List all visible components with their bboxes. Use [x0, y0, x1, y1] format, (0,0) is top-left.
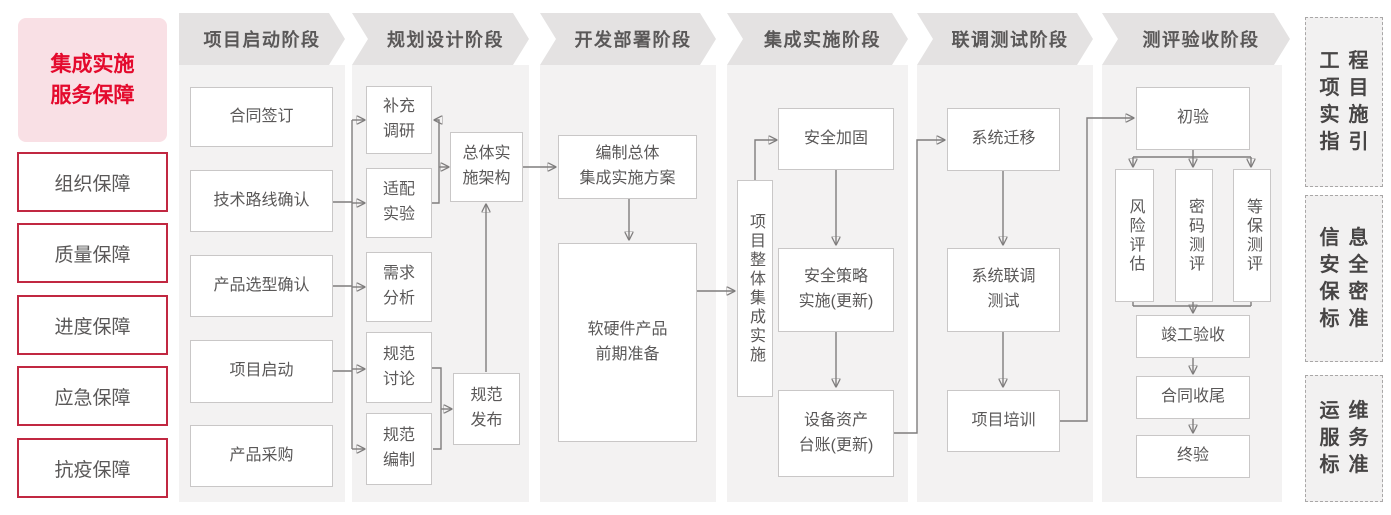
flow-box-spec-release: 规范 发布	[453, 373, 520, 445]
flow-box-adaptation-test: 适配 实验	[366, 168, 432, 238]
phase-banner-joint-test: 联调测试阶段	[917, 13, 1093, 65]
flow-box-product-procurement: 产品采购	[190, 425, 333, 487]
flow-box-contract-closing: 合同收尾	[1136, 376, 1250, 419]
flow-box-completion-acceptance: 竣工验收	[1136, 315, 1250, 358]
flow-box-spec-drafting: 规范 编制	[366, 413, 432, 485]
phase-banner-project-kickoff: 项目启动阶段	[179, 13, 345, 65]
guarantee-item-emergency: 应急保障	[17, 366, 168, 426]
flow-box-tech-route-confirm: 技术路线确认	[190, 170, 333, 232]
flow-box-project-kickoff: 项目启动	[190, 340, 333, 403]
flow-box-supplementary-research: 补充 调研	[366, 86, 432, 154]
flow-box-joint-testing: 系统联调 测试	[947, 248, 1060, 332]
phase-banner-planning-design: 规划设计阶段	[352, 13, 529, 65]
side-card-ops-service-standard: 运维 服务 标准	[1305, 375, 1383, 502]
guarantee-item-pandemic: 抗疫保障	[17, 438, 168, 498]
flow-box-security-policy-impl: 安全策略 实施(更新)	[778, 248, 894, 332]
guarantee-item-quality: 质量保障	[17, 223, 168, 283]
flow-box-risk-assessment: 风险评估	[1115, 169, 1154, 302]
flow-box-security-hardening: 安全加固	[778, 108, 894, 170]
side-card-infosec-confidentiality-standard: 信息 安全 保密 标准	[1305, 195, 1383, 362]
diagram-title: 集成实施 服务保障	[18, 18, 167, 142]
flow-box-overall-impl-architecture: 总体实 施架构	[450, 132, 523, 202]
phase-banner-integration-impl: 集成实施阶段	[727, 13, 908, 65]
flow-box-project-training: 项目培训	[947, 390, 1060, 452]
flow-box-requirement-analysis: 需求 分析	[366, 252, 432, 322]
phase-banner-eval-acceptance: 测评验收阶段	[1102, 13, 1290, 65]
flow-box-initial-acceptance: 初验	[1136, 87, 1250, 150]
side-card-project-implementation-guide: 工程 项目 实施 指引	[1305, 17, 1383, 187]
flow-box-hw-sw-preparation: 软硬件产品 前期准备	[558, 243, 697, 442]
flow-box-final-acceptance: 终验	[1136, 435, 1250, 478]
guarantee-item-schedule: 进度保障	[17, 295, 168, 355]
flow-box-system-migration: 系统迁移	[947, 108, 1060, 171]
flow-box-contract-signing: 合同签订	[190, 87, 333, 147]
guarantee-item-organization: 组织保障	[17, 152, 168, 212]
phase-banner-dev-deploy: 开发部署阶段	[540, 13, 716, 65]
flow-box-spec-discussion: 规范 讨论	[366, 332, 432, 403]
flow-box-overall-project-integration: 项目整体集成实施	[737, 180, 773, 397]
flow-box-overall-integration-plan: 编制总体 集成实施方案	[558, 135, 697, 199]
flow-box-mlps-evaluation: 等保测评	[1233, 169, 1271, 302]
flow-box-crypto-evaluation: 密码测评	[1175, 169, 1213, 302]
flow-box-product-selection-confirm: 产品选型确认	[190, 255, 333, 317]
flow-box-asset-ledger-update: 设备资产 台账(更新)	[778, 390, 894, 477]
